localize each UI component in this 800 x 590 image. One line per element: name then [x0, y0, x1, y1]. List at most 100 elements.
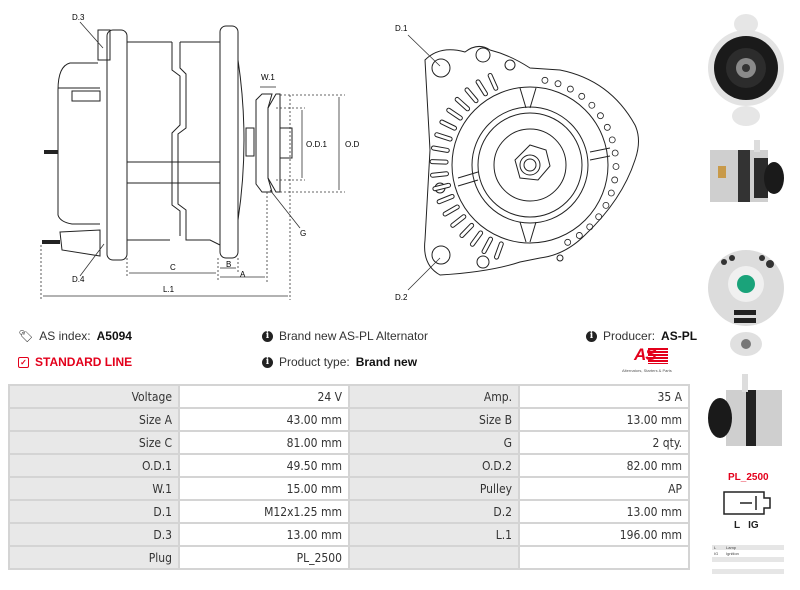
label-b: B — [226, 260, 231, 269]
spec-value: 196.00 mm — [518, 522, 690, 547]
label-od1: O.D.1 — [306, 140, 327, 149]
vent-slot — [607, 189, 615, 197]
product-type-label: Product type: — [279, 355, 350, 369]
spec-value: 81.00 mm — [178, 430, 350, 455]
spec-value: 49.50 mm — [178, 453, 350, 478]
vent-slot — [603, 123, 611, 131]
legend-row: IG Ignition — [712, 551, 784, 556]
spec-key: D.2 — [348, 499, 520, 524]
vent-fin — [482, 237, 493, 254]
spec-key: Size A — [8, 407, 180, 432]
spec-key: G — [348, 430, 520, 455]
vent-fin — [437, 194, 454, 204]
vent-slot — [586, 223, 594, 231]
vent-slot — [597, 112, 604, 120]
vent-fin — [470, 231, 483, 246]
spec-key: Pulley — [348, 476, 520, 501]
spec-key: Voltage — [8, 384, 180, 409]
spec-value: M12x1.25 mm — [178, 499, 350, 524]
description: i Brand new AS-PL Alternator — [262, 329, 428, 343]
legend-name: Ignition — [726, 551, 739, 556]
product-photo-side[interactable] — [704, 132, 788, 222]
vent-slot — [564, 238, 572, 246]
standard-line-badge: ✓ STANDARD LINE — [18, 355, 132, 369]
side-view-drawing: D.3 D.4 W.1 O.D.1 O.D.2 G C B A L.1 — [40, 13, 360, 300]
vent-fin — [447, 108, 462, 120]
vent-fin — [455, 97, 470, 111]
logo-tagline: Alternators, Starters & Parts — [622, 368, 672, 373]
spec-key: L.1 — [348, 522, 520, 547]
front-view-drawing: D.1 D.2 — [395, 24, 639, 302]
vent-slot — [588, 101, 596, 109]
spec-key: Plug — [8, 545, 180, 570]
producer-label: Producer: — [603, 329, 656, 343]
pin-ig: IG — [748, 520, 759, 531]
spec-key: D.1 — [8, 499, 180, 524]
vent-fin — [440, 120, 457, 130]
as-index-label: AS index: — [39, 329, 91, 343]
label-w1: W.1 — [261, 73, 275, 82]
product-photo-rear[interactable] — [704, 232, 788, 360]
spec-value: 13.00 mm — [518, 499, 690, 524]
spec-key: Size C — [8, 430, 180, 455]
vent-slot — [578, 92, 586, 100]
vent-slot — [602, 201, 610, 209]
product-photo-side-2[interactable] — [704, 366, 788, 466]
tag-icon: 🏷 — [18, 329, 34, 343]
vent-slot — [541, 76, 549, 84]
label-d2: D.2 — [395, 293, 408, 302]
spec-value: 24 V — [178, 384, 350, 409]
spec-value: 15.00 mm — [178, 476, 350, 501]
vent-fin — [431, 172, 448, 177]
legend-code: L — [714, 545, 717, 550]
plug-pins: L IG — [734, 520, 759, 531]
product-photo-front[interactable] — [704, 6, 788, 126]
vent-fin — [465, 88, 478, 103]
spec-value: 13.00 mm — [178, 522, 350, 547]
info-icon: i — [262, 330, 273, 342]
spec-value: PL_2500 — [178, 545, 350, 570]
spec-key: W.1 — [8, 476, 180, 501]
vent-slot — [554, 80, 562, 88]
info-icon: i — [586, 330, 597, 342]
logo-mark: AS — [634, 345, 657, 364]
spec-value: 13.00 mm — [518, 407, 690, 432]
vent-fin — [451, 215, 466, 227]
spec-value — [518, 545, 690, 570]
vent-slot — [608, 136, 616, 144]
producer-value: AS-PL — [661, 329, 698, 343]
vent-slot — [575, 232, 583, 239]
vent-fin — [431, 146, 449, 152]
label-l1: L.1 — [163, 285, 175, 294]
vent-fin — [476, 80, 487, 96]
pin-l: L — [734, 520, 741, 531]
label-d1: D.1 — [395, 24, 408, 33]
label-d3: D.3 — [72, 13, 85, 22]
legend-row: L Lamp — [712, 545, 784, 550]
vent-fin — [488, 73, 498, 90]
as-index: 🏷 AS index: A5094 — [18, 329, 132, 343]
spec-key: Size B — [348, 407, 520, 432]
spec-key: O.D.2 — [348, 453, 520, 478]
as-index-value: A5094 — [96, 329, 132, 343]
vent-fin — [494, 242, 503, 259]
standard-line-label: STANDARD LINE — [35, 355, 133, 369]
spec-value: 35 A — [518, 384, 690, 409]
vent-slot — [595, 213, 603, 221]
product-type-value: Brand new — [355, 355, 418, 369]
description-text: Brand new AS-PL Alternator — [279, 329, 428, 343]
plug-diagram — [723, 491, 771, 515]
spec-value: AP — [518, 476, 690, 501]
spec-value: 43.00 mm — [178, 407, 350, 432]
vent-fin — [433, 183, 450, 191]
spec-key: Amp. — [348, 384, 520, 409]
producer: i Producer: AS-PL — [586, 329, 697, 343]
legend-code: IG — [714, 551, 719, 556]
